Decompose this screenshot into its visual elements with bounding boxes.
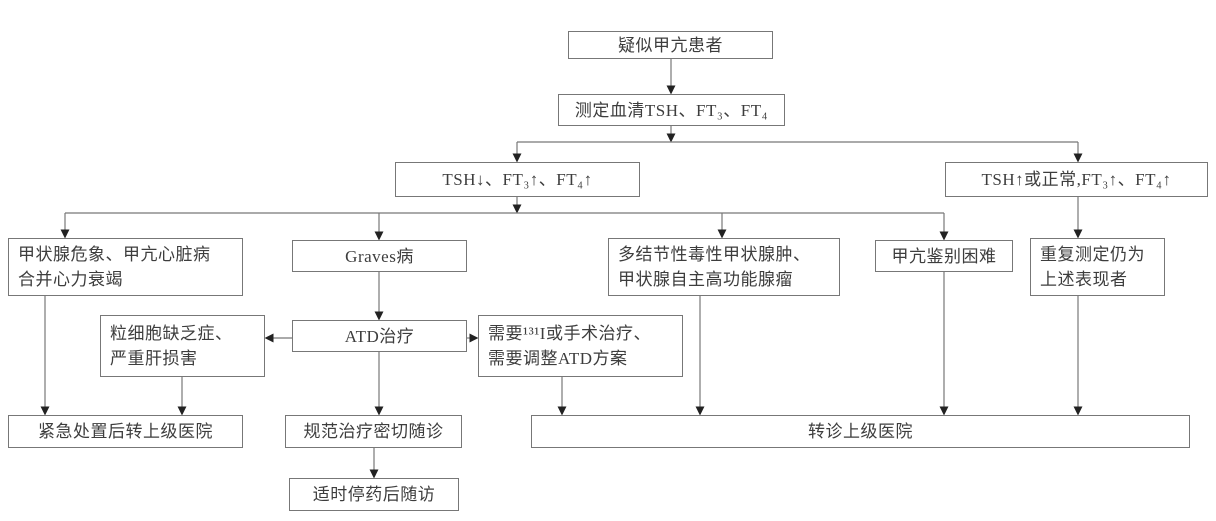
- node-atd-treatment: ATD治疗: [292, 320, 467, 352]
- node-text: 需要¹³¹I或手术治疗、: [488, 324, 651, 343]
- node-stop-medication-followup: 适时停药后随访: [289, 478, 459, 511]
- node-text: 测定血清TSH、FT₃、FT₄: [574, 100, 769, 120]
- node-refer-to-higher-hospital: 转诊上级医院: [531, 415, 1190, 448]
- node-text: 适时停药后随访: [312, 485, 436, 504]
- node-differentiation-difficult: 甲亢鉴别困难: [875, 240, 1013, 272]
- node-suspected-patient: 疑似甲亢患者: [568, 31, 773, 59]
- node-text: 上述表现者: [1040, 270, 1128, 289]
- node-text: 紧急处置后转上级医院: [38, 422, 213, 441]
- node-tsh-low: TSH↓、FT₃↑、FT₄↑: [395, 162, 640, 197]
- node-text: TSH↑或正常,FT₃↑、FT₄↑: [981, 170, 1172, 189]
- node-text: 多结节性毒性甲状腺肿、: [618, 245, 811, 264]
- node-text: ATD治疗: [344, 326, 415, 346]
- node-repeat-measurement: 重复测定仍为 上述表现者: [1030, 238, 1165, 296]
- node-measure-serum: 测定血清TSH、FT₃、FT₄: [558, 94, 785, 126]
- node-toxic-nodular-goiter: 多结节性毒性甲状腺肿、 甲状腺自主高功能腺瘤: [608, 238, 840, 296]
- node-text: 疑似甲亢患者: [618, 35, 723, 55]
- node-text: TSH↓、FT₃↑、FT₄↑: [442, 170, 593, 189]
- node-text: Graves病: [345, 246, 414, 266]
- node-text: 规范治疗密切随诊: [303, 422, 444, 441]
- node-graves-disease: Graves病: [292, 240, 467, 272]
- node-text: 严重肝损害: [110, 349, 198, 368]
- node-text: 甲状腺危象、甲亢心脏病: [18, 245, 211, 264]
- node-tsh-high-or-normal: TSH↑或正常,FT₃↑、FT₄↑: [945, 162, 1208, 197]
- node-text: 粒细胞缺乏症、: [110, 324, 233, 343]
- node-text: 转诊上级医院: [808, 422, 913, 441]
- node-text: 甲状腺自主高功能腺瘤: [618, 270, 793, 289]
- node-standard-treatment-followup: 规范治疗密切随诊: [285, 415, 462, 448]
- node-text: 甲亢鉴别困难: [891, 246, 997, 266]
- node-text: 合并心力衰竭: [18, 270, 123, 289]
- node-text: 需要调整ATD方案: [488, 349, 628, 368]
- node-agranulocytosis: 粒细胞缺乏症、 严重肝损害: [100, 315, 265, 377]
- node-emergency-then-refer: 紧急处置后转上级医院: [8, 415, 243, 448]
- node-need-radioiodine-or-surgery: 需要¹³¹I或手术治疗、 需要调整ATD方案: [478, 315, 683, 377]
- node-text: 重复测定仍为: [1040, 245, 1145, 264]
- node-thyroid-crisis: 甲状腺危象、甲亢心脏病 合并心力衰竭: [8, 238, 243, 296]
